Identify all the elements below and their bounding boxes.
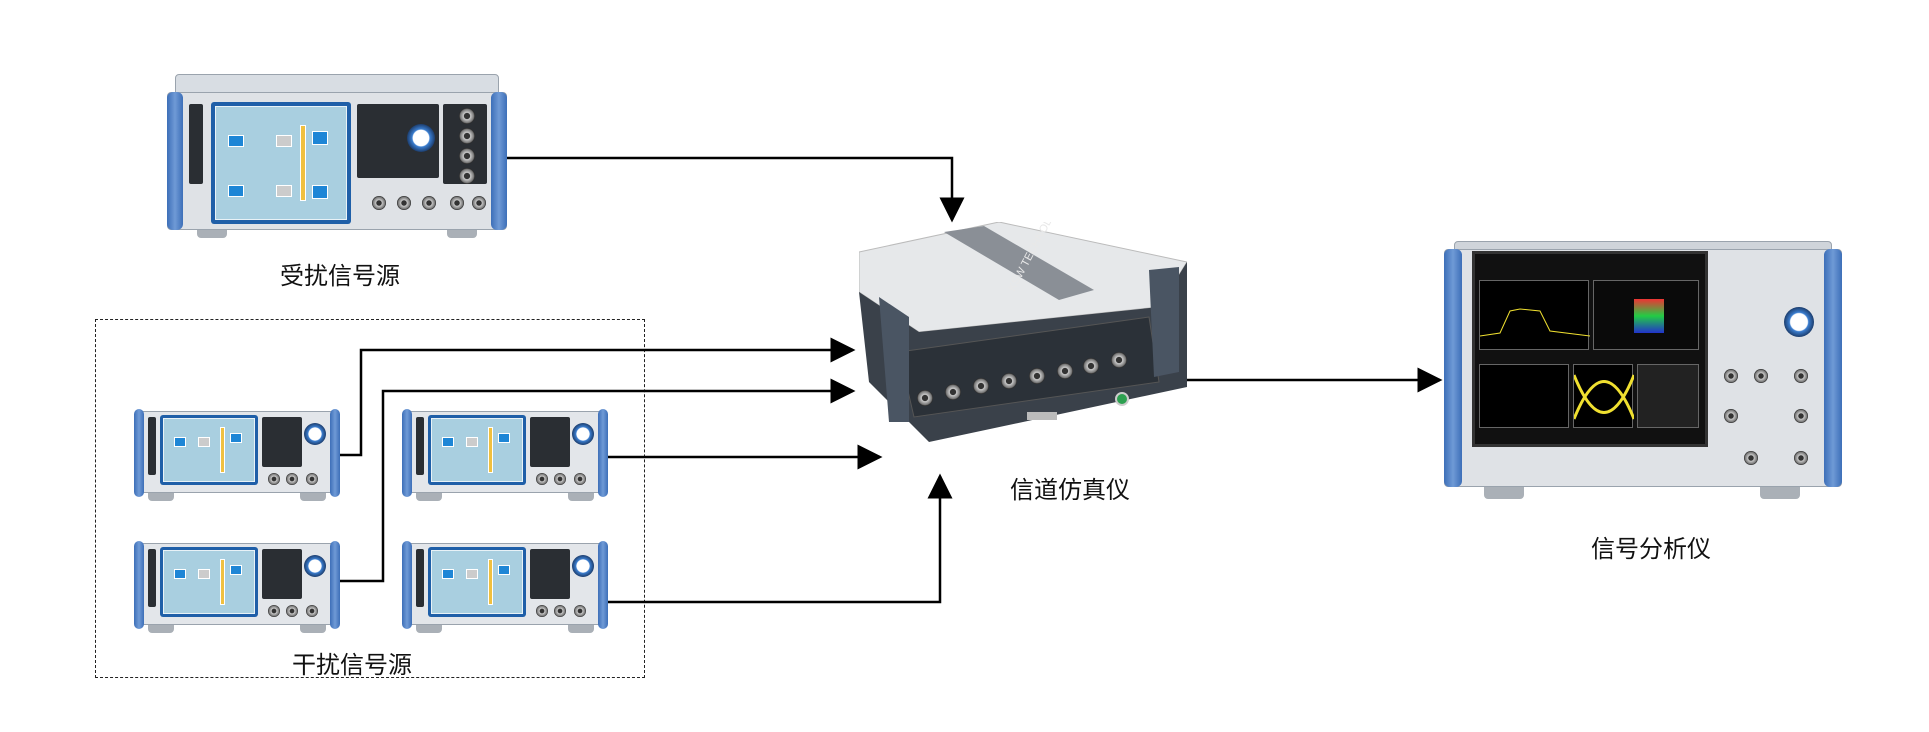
wire-victim-to-emulator: [507, 156, 965, 223]
interference-signal-generator-2: [402, 405, 608, 501]
interference-signal-generator-1: [134, 405, 340, 501]
power-button-icon: [1115, 392, 1129, 406]
victim-signal-generator: [167, 74, 507, 241]
channel-emulator-label: 信道仿真仪: [1010, 476, 1130, 504]
signal-analyzer-label: 信号分析仪: [1591, 535, 1711, 563]
generator-screen: [215, 106, 347, 220]
signal-analyzer-device: [1444, 241, 1842, 501]
victim-source-label: 受扰信号源: [280, 262, 400, 290]
wire-interferer3-to-emulator: [340, 378, 856, 583]
interference-signal-generator-4: [402, 537, 608, 633]
interference-group-box: [95, 319, 645, 678]
interference-sources-label: 干扰信号源: [292, 651, 412, 679]
wire-interferer1-to-emulator: [340, 337, 856, 457]
interference-signal-generator-3: [134, 537, 340, 633]
wire-interferer4-to-emulator: [608, 473, 953, 604]
channel-emulator-device: KSW TECHNOLOGIES: [858, 186, 1188, 470]
analyzer-screen: [1472, 251, 1708, 447]
